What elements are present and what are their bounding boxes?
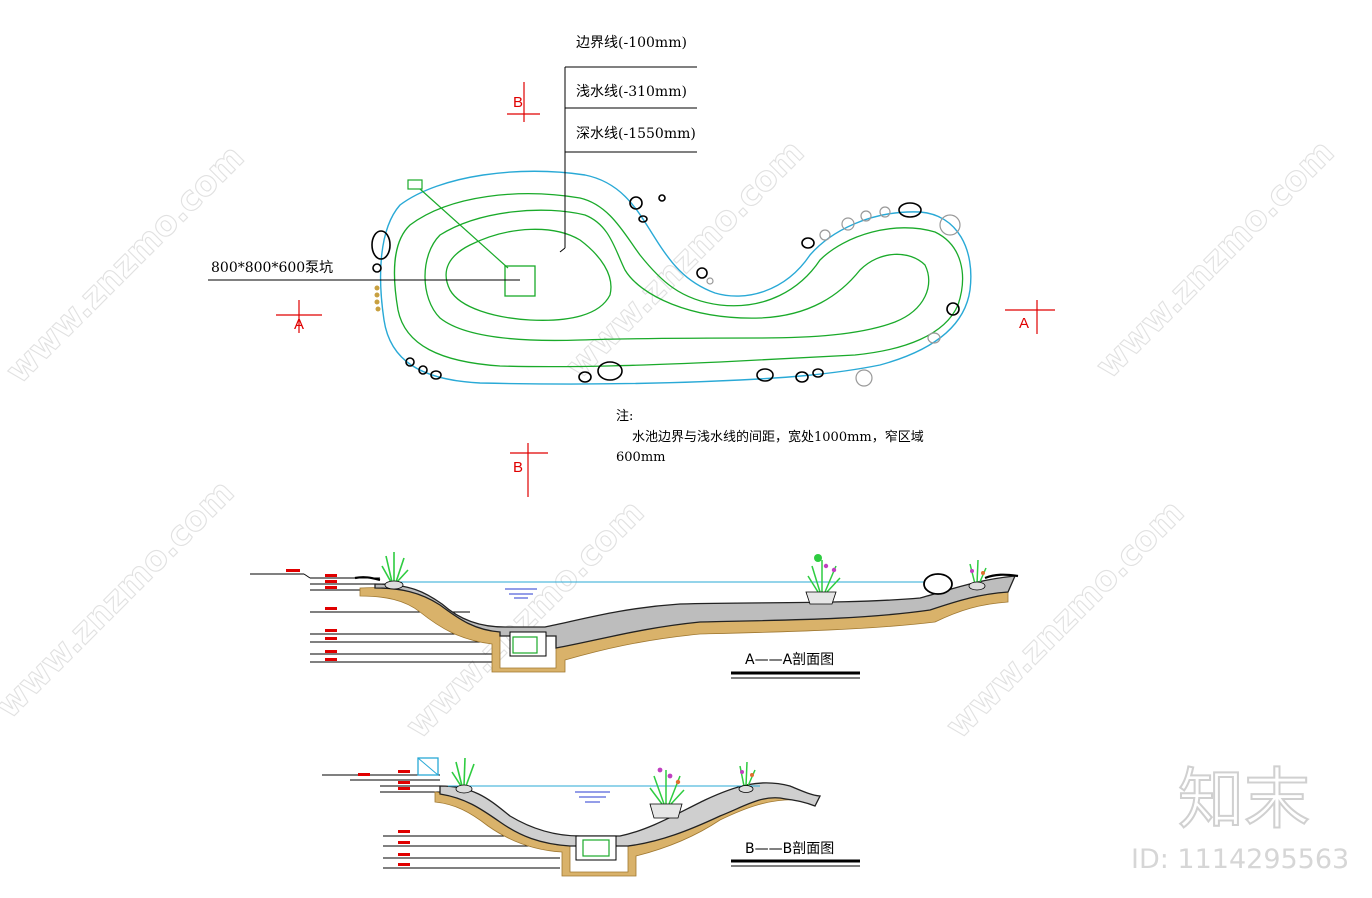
bb-flower — [667, 773, 673, 779]
edge-rocks — [371, 194, 960, 383]
watermark-text: www.znzmo.com — [0, 472, 242, 726]
bb-plant-left — [451, 757, 475, 787]
mid-depth-contour — [424, 209, 930, 342]
aa-flower — [823, 563, 829, 569]
boundary-line-label: 边界线(-100mm) — [576, 35, 687, 51]
edge-gravel-dots — [374, 285, 381, 312]
pump-pit-square — [504, 265, 536, 297]
aa-pump-pit — [509, 631, 547, 657]
aa-plant-left — [381, 552, 409, 583]
section-mark-a-right — [1005, 300, 1055, 334]
aa-rock-edge-right — [984, 573, 1019, 580]
aa-elevation-ticks — [286, 569, 337, 661]
bb-elevation-ticks — [358, 770, 410, 866]
bb-pump — [582, 839, 610, 857]
shallow-water-contour — [393, 193, 964, 368]
aa-plant-pot-center — [805, 591, 837, 605]
watermark-text: www.znzmo.com — [1088, 132, 1342, 386]
watermark-text: www.znzmo.com — [558, 132, 812, 386]
brand-watermark-logo: 知末 — [1178, 761, 1310, 838]
pond-plan-view: 边界线(-100mm) 浅水线(-310mm) 深水线(-1550mm) 800… — [208, 35, 1055, 497]
pump-control-box — [407, 179, 423, 190]
bb-water-level-symbol — [575, 791, 610, 803]
section-mark-b-bottom — [510, 443, 548, 497]
labels-leader-diagonal — [559, 247, 566, 253]
aa-flower — [831, 567, 837, 573]
section-mark-b-top — [507, 82, 540, 122]
bb-flower — [657, 767, 663, 773]
bb-edge-structure-brace — [417, 757, 439, 776]
pond-boundary-line — [379, 170, 972, 385]
aa-flower — [814, 554, 822, 562]
aa-rock-edge-left — [354, 576, 381, 582]
pump-connection-line — [419, 188, 509, 269]
bb-plant-pot-right — [738, 785, 754, 793]
aa-pump — [512, 636, 538, 654]
bb-plant-pot-left — [455, 784, 473, 794]
pale-stones — [706, 206, 961, 387]
section-mark-a-right-label: A — [1019, 315, 1029, 332]
aa-soil-layer — [359, 587, 1009, 673]
section-mark-a-left — [276, 300, 322, 333]
aa-plant-center — [807, 560, 841, 593]
aa-flower — [981, 571, 985, 575]
section-mark-b-top-label: B — [513, 94, 523, 111]
section-aa: A——A剖面图 — [250, 552, 1019, 679]
bb-section-title: B——B剖面图 — [745, 841, 834, 857]
bb-plant-center — [649, 770, 685, 805]
aa-water-level-symbol — [505, 588, 537, 599]
brand-watermark-id: ID: 1114295563 — [1131, 844, 1349, 875]
aa-section-title: A——A剖面图 — [745, 652, 834, 668]
aa-boulder — [923, 573, 953, 595]
section-mark-b-bottom-label: B — [513, 459, 523, 476]
bb-edge-structure — [417, 757, 439, 776]
section-bb: B——B剖面图 — [322, 757, 860, 877]
aa-gravel-bed — [374, 575, 1017, 649]
aa-plant-pot-right — [968, 581, 986, 591]
deep-water-contour — [445, 228, 612, 321]
note-line-2: 600mm — [616, 450, 665, 465]
bb-plant-right — [739, 761, 756, 787]
aa-plant-pot-left — [384, 580, 404, 590]
watermark-text: www.znzmo.com — [938, 492, 1192, 746]
aa-flower — [970, 569, 974, 573]
bb-flower — [675, 779, 681, 785]
bb-plant-pot-center — [649, 803, 683, 819]
shallow-line-label: 浅水线(-310mm) — [576, 84, 687, 100]
bb-gravel-bed — [439, 782, 822, 847]
note-title: 注: — [616, 409, 633, 424]
aa-plant-right — [969, 559, 987, 585]
bb-flower — [740, 770, 744, 774]
bb-flower — [750, 773, 754, 777]
note-line-1: 水池边界与浅水线的间距，宽处1000mm，窄区域 — [632, 429, 924, 445]
section-mark-a-left-label: A — [294, 316, 304, 333]
pump-pit-label: 800*800*600泵坑 — [211, 260, 333, 276]
deep-line-label: 深水线(-1550mm) — [576, 126, 696, 142]
